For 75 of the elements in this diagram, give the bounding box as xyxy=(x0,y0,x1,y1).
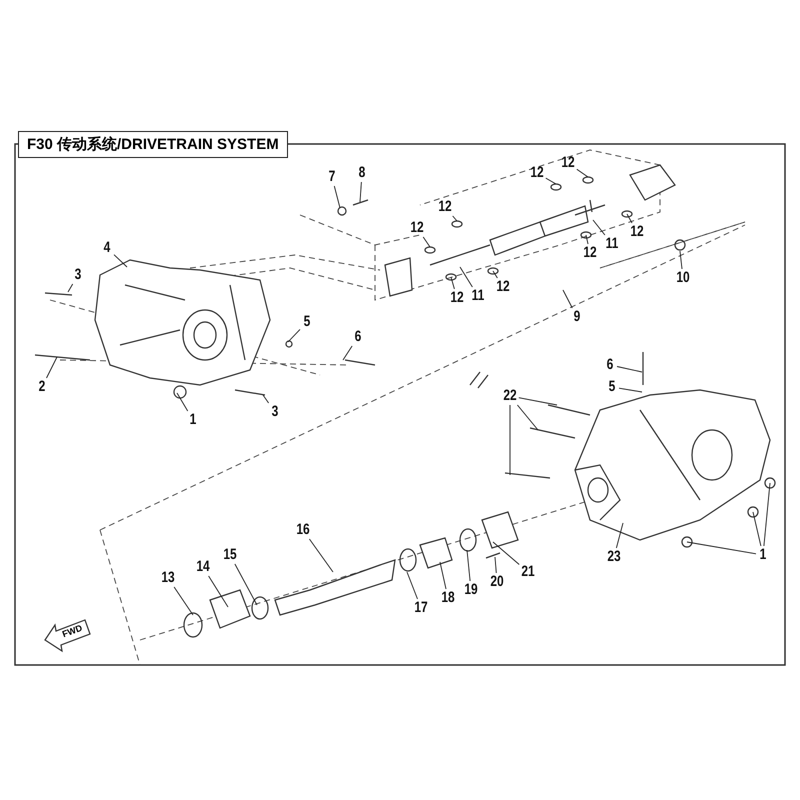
callout-number: 8 xyxy=(358,165,366,181)
callout-number: 3 xyxy=(74,267,82,283)
leader-line xyxy=(334,186,340,208)
leader-line xyxy=(562,290,573,308)
leader-line xyxy=(494,556,497,574)
callout-number: 12 xyxy=(583,245,597,261)
leader-line xyxy=(406,572,418,600)
callout-number: 6 xyxy=(606,357,614,373)
leader-line xyxy=(466,550,471,582)
leader-line xyxy=(208,576,228,608)
callout-number: 22 xyxy=(503,388,517,404)
leader-line xyxy=(545,178,556,184)
callout-number: 9 xyxy=(574,309,580,325)
leader-line xyxy=(592,220,606,236)
leader-line xyxy=(288,328,300,342)
callout-number: 15 xyxy=(223,547,237,563)
callout-number: 6 xyxy=(354,329,362,345)
callout-number: 14 xyxy=(196,559,210,575)
callout-number: 12 xyxy=(410,220,424,236)
diagram-title: F30 传动系统/DRIVETRAIN SYSTEM xyxy=(18,131,288,158)
leader-line xyxy=(174,586,194,616)
callout-number: 1 xyxy=(760,547,766,563)
leader-line xyxy=(450,276,455,290)
callout-number: 12 xyxy=(530,165,544,181)
callout-number: 5 xyxy=(304,314,310,330)
leader-line xyxy=(752,512,762,546)
callout-number: 18 xyxy=(441,590,455,606)
callout-number: 12 xyxy=(630,224,644,240)
leader-line xyxy=(576,168,588,178)
leader-line xyxy=(518,397,558,406)
callout-number: 2 xyxy=(38,379,46,395)
callout-number: 5 xyxy=(608,379,616,395)
callout-number: 21 xyxy=(521,564,535,580)
leader-line xyxy=(686,542,756,554)
callout-number: 13 xyxy=(161,570,175,586)
callout-number: 12 xyxy=(438,199,452,215)
leader-line xyxy=(616,522,624,548)
leader-line xyxy=(422,236,430,248)
leader-line xyxy=(492,542,520,565)
leader-line xyxy=(492,270,498,278)
leader-line xyxy=(586,234,588,244)
leader-line xyxy=(452,216,458,222)
callout-number: 1 xyxy=(190,412,196,428)
leader-line xyxy=(360,182,362,202)
callout-number: 19 xyxy=(464,582,478,598)
callout-number: 4 xyxy=(104,240,110,256)
callout-number: 12 xyxy=(450,290,464,306)
leader-line xyxy=(516,404,538,430)
leader-line xyxy=(618,388,642,392)
callout-number: 10 xyxy=(676,270,690,286)
callout-number: 12 xyxy=(496,279,510,295)
callout-number: 20 xyxy=(490,574,504,590)
leader-line xyxy=(342,346,353,360)
callout-number: 11 xyxy=(606,236,618,252)
leader-line xyxy=(308,538,334,572)
leader-line xyxy=(68,284,74,292)
callout-number: 12 xyxy=(561,155,575,171)
leader-line xyxy=(46,356,58,378)
leader-line xyxy=(114,254,128,268)
leader-line xyxy=(626,214,632,224)
leader-line xyxy=(616,366,642,372)
callout-number: 23 xyxy=(607,549,621,565)
callout-number: 16 xyxy=(296,522,310,538)
leader-line xyxy=(763,482,770,546)
leader-line xyxy=(234,564,258,606)
leader-line xyxy=(680,250,682,270)
callout-number: 3 xyxy=(272,404,278,420)
leader-line xyxy=(176,392,188,412)
leader-line xyxy=(440,562,446,590)
leader-line xyxy=(262,394,270,404)
callout-number: 7 xyxy=(328,169,336,185)
direction-label: FWD xyxy=(60,622,84,640)
leader-line xyxy=(460,266,473,288)
callout-number: 17 xyxy=(414,600,428,616)
callout-number: 11 xyxy=(472,288,484,304)
